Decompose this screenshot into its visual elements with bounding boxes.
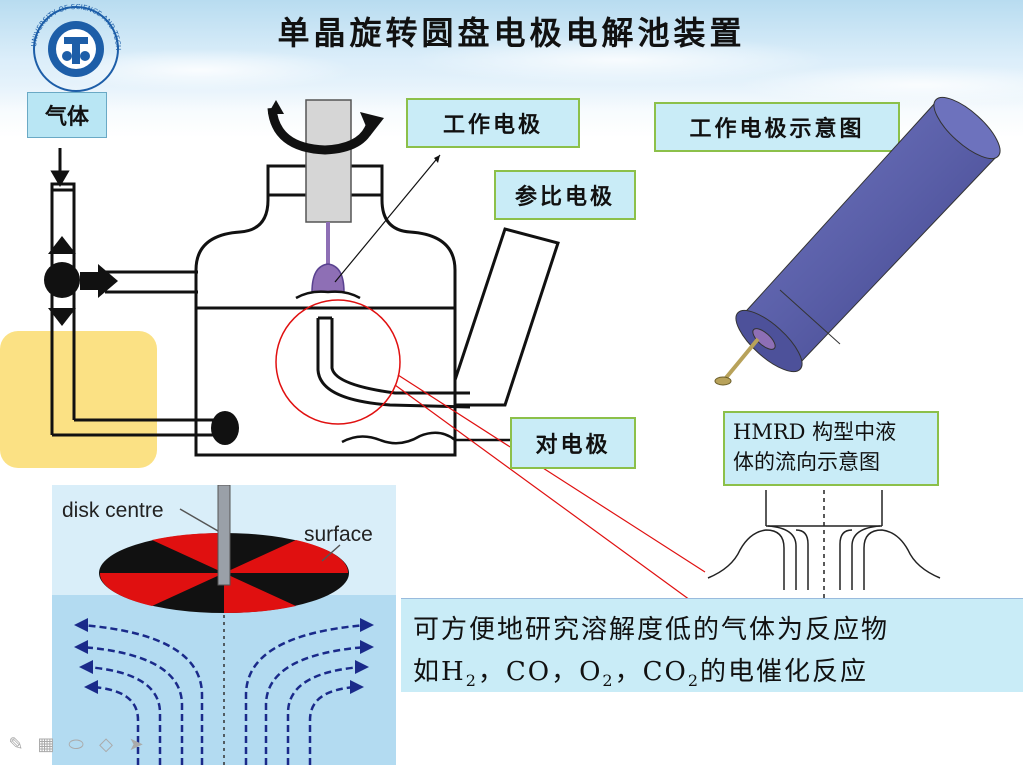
stopcock-valve <box>44 236 118 326</box>
cell-body <box>194 164 560 457</box>
slide-title: 单晶旋转圆盘电极电解池装置 <box>277 14 746 52</box>
note-line-2: 如H2，CO，O2，CO2的电催化反应 <box>413 657 869 691</box>
disk-flow-figure: disk centre surface <box>52 485 396 765</box>
hmrd-line1: HMRD 构型中液 <box>733 420 897 444</box>
flow-streamlines <box>81 615 367 765</box>
sky-background <box>0 0 1023 110</box>
surface-label: surface <box>304 523 373 546</box>
slideshow-toolbar: ✎ ▦ ⬭ ◇ ➤ <box>6 731 146 757</box>
note-line-1: 可方便地研究溶解度低的气体为反应物 <box>413 615 890 645</box>
disk-centre-label: disk centre <box>62 499 164 522</box>
summary-note: 可方便地研究溶解度低的气体为反应物 如H2，CO，O2，CO2的电催化反应 <box>401 598 1023 692</box>
eraser-icon[interactable]: ⬭ <box>68 733 84 755</box>
hmrd-flow-figure <box>707 490 941 600</box>
gas-outlet <box>211 411 239 445</box>
label-reference-electrode: 参比电极 <box>494 170 636 220</box>
label-counter-electrode: 对电极 <box>510 417 636 469</box>
gas-label: 气体 <box>27 92 107 138</box>
yellow-highlight <box>0 331 157 468</box>
label-hmrd-flow: HMRD 构型中液 体的流向示意图 <box>723 411 939 486</box>
label-working-electrode-schematic: 工作电极示意图 <box>654 102 900 152</box>
pointer-icon[interactable]: ➤ <box>128 733 144 755</box>
rotation-arrow <box>267 107 377 155</box>
gas-tubing <box>50 148 215 437</box>
highlighter-icon[interactable]: ◇ <box>99 733 113 755</box>
electrode-cylinder-illustration <box>714 96 1001 386</box>
magnify-circle <box>275 299 401 425</box>
rotor-shaft <box>305 99 352 223</box>
working-electrode-tip <box>311 263 345 293</box>
pen-icon[interactable]: ✎ <box>8 733 24 755</box>
grid-icon[interactable]: ▦ <box>37 733 55 755</box>
label-working-electrode: 工作电极 <box>406 98 580 148</box>
university-logo: UNIVERSITY OF SCIENCE AND TECHNOLOGY OF … <box>20 4 122 92</box>
hmrd-line2: 体的流向示意图 <box>733 450 880 474</box>
